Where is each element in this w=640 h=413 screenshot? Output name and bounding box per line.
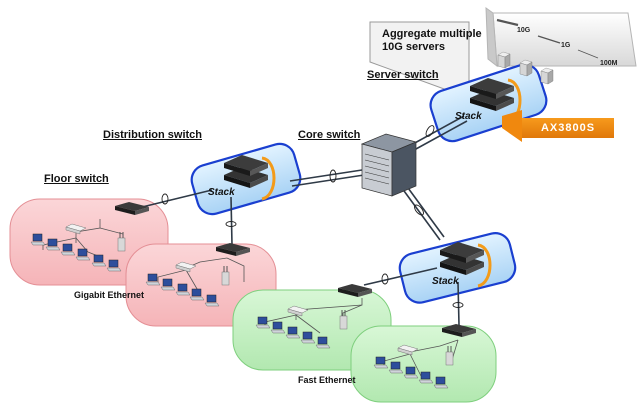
distribution-switch-label: Distribution switch — [103, 129, 202, 141]
fast-ethernet-label: Fast Ethernet — [298, 375, 356, 385]
gigabit-ethernet-label: Gigabit Ethernet — [74, 290, 145, 300]
legend-speed-10g: 10G — [517, 27, 531, 34]
aggregate-note-line1: Aggregate multiple — [382, 28, 482, 40]
legend-speed-100m: 100M — [600, 60, 618, 67]
floor-switch-label: Floor switch — [44, 173, 109, 185]
product-badge: AX3800S — [522, 118, 614, 138]
server-icon — [519, 59, 533, 77]
aggregate-note-line2: 10G servers — [382, 41, 445, 53]
stack-label-server: Stack — [455, 111, 482, 122]
server-switch-label: Server switch — [367, 69, 439, 81]
core-switch-icon — [360, 133, 418, 197]
server-icon — [497, 51, 511, 69]
core-switch-label: Core switch — [298, 129, 361, 141]
fast-ethernet-areas — [232, 289, 497, 403]
cable-bundle-marks — [161, 125, 464, 308]
legend-speed-1g: 1G — [561, 42, 571, 49]
stack-label-distribution: Stack — [208, 187, 235, 198]
speed-legend — [485, 7, 637, 68]
server-icon — [540, 67, 554, 85]
floor-stack-switches — [440, 242, 492, 288]
stack-label-floor-east: Stack — [432, 276, 459, 287]
distribution-stack-switches — [224, 155, 276, 201]
product-pointer — [502, 110, 522, 142]
fast-area-2 — [350, 325, 497, 403]
